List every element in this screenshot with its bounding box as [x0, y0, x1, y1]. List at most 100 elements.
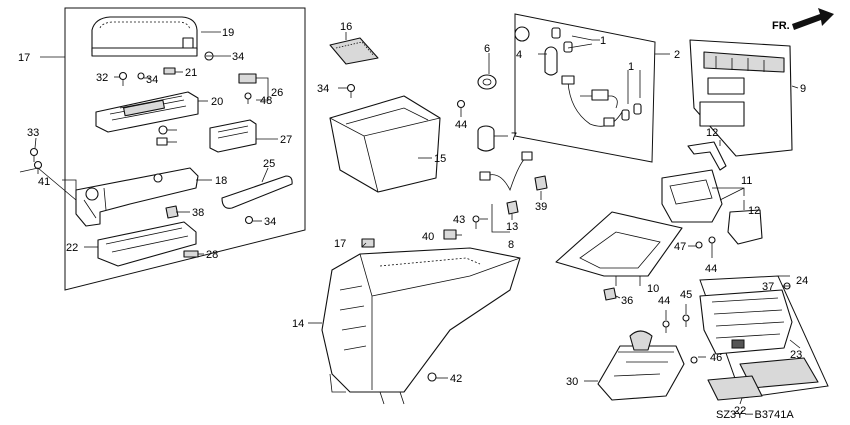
part-screw-34b: [137, 72, 145, 80]
group-frame-17: [64, 7, 306, 291]
part-clip-22: [163, 67, 176, 75]
callout-3: 4: [516, 49, 522, 61]
part-clip-27: [238, 73, 257, 84]
part-screw-33: [29, 147, 39, 162]
part-clip-35a: [603, 287, 617, 301]
callout-14: 15: [434, 153, 446, 165]
callout-44-c: 46: [710, 352, 722, 364]
part-screw-45: [695, 241, 703, 249]
callout-17: 17: [18, 52, 30, 64]
callout-42: 44: [705, 263, 717, 275]
part-screw-44b: [682, 314, 690, 327]
part-nut-48: [158, 125, 168, 135]
callout-8: 10: [647, 283, 659, 295]
part-latch: [209, 119, 257, 153]
callout-37: 39: [535, 201, 547, 213]
part-harness-6: [479, 151, 533, 192]
part-clip-12: [506, 200, 519, 215]
part-tray-8: [555, 211, 683, 277]
part-armrest-bracket: [75, 167, 199, 227]
diagram-code: SZ3Y－B3741A: [716, 409, 794, 421]
part-lighter-3: [514, 26, 558, 76]
callout-7: 9: [800, 83, 806, 95]
callout-31: 32: [96, 72, 108, 84]
part-socket-5: [477, 125, 495, 152]
callout-12: 13: [506, 221, 518, 233]
callout-25: 24: [796, 275, 808, 287]
part-hinge-plate: [95, 91, 199, 133]
callout-4: 6: [484, 43, 490, 55]
part-cup-10: [727, 209, 763, 245]
callout-13: 14: [292, 318, 304, 330]
callout-44-a: 44: [658, 295, 670, 307]
callout-32: 34: [317, 83, 329, 95]
part-screw-34c: [244, 215, 254, 225]
callout-16: 17: [334, 238, 346, 250]
part-cap-4: [477, 74, 497, 90]
part-wire-harness: [561, 75, 623, 127]
part-console-body: [321, 247, 521, 405]
part-tray: [97, 221, 197, 267]
callout-1-b: 1: [628, 61, 634, 73]
callout-30: 30: [566, 376, 578, 388]
part-screw-46: [244, 92, 252, 104]
callout-24: 23: [790, 349, 802, 361]
callout-1-a: 1: [600, 35, 606, 47]
callout-19: 19: [222, 27, 234, 39]
callout-23: 22: [734, 405, 746, 417]
part-armrest-lid: [91, 16, 198, 57]
part-clip-37: [534, 175, 548, 191]
part-switch-panel-9: [661, 169, 723, 223]
part-center-panel: [689, 39, 793, 157]
callout-38: 40: [422, 231, 434, 243]
group-frame-25: [699, 275, 829, 399]
part-bulbs-1: [551, 27, 642, 121]
part-screw-40: [427, 372, 437, 382]
callout-44-b: 45: [680, 289, 692, 301]
callout-29: 28: [206, 249, 218, 261]
fr-arrow-icon: [792, 8, 834, 30]
part-nut-47: [156, 137, 168, 146]
part-screw-39: [33, 160, 43, 174]
part-pad-23: [707, 375, 763, 401]
part-pad-29: [183, 250, 199, 258]
callout-41: 43: [453, 214, 465, 226]
leader-lines: [19, 31, 801, 405]
callout-39: 41: [38, 176, 50, 188]
part-screw-44c: [690, 356, 698, 364]
callout-26: 25: [263, 158, 275, 170]
callout-9: 11: [741, 175, 752, 187]
part-trim-strip: [221, 175, 293, 209]
part-screw-34a: [204, 51, 214, 61]
callout-40: 42: [450, 373, 462, 385]
callout-20: 20: [211, 96, 223, 108]
callout-15: 16: [340, 21, 352, 33]
part-screw-31: [118, 71, 128, 86]
part-screw-43: [456, 99, 466, 109]
callout-34-c: 34: [264, 216, 276, 228]
callout-34-b: 34: [146, 74, 158, 86]
callout-35-b: 37: [762, 281, 774, 293]
callout-21: 22: [66, 242, 78, 254]
part-screw-44a: [662, 320, 670, 333]
callout-18: 18: [215, 175, 227, 187]
part-screw-32: [346, 83, 356, 98]
part-clip-38: [443, 229, 457, 240]
part-storage-box: [329, 95, 441, 193]
callout-34-a: 34: [232, 51, 244, 63]
callout-22: 21: [185, 67, 197, 79]
callout-10: 12: [748, 205, 760, 217]
part-clip-36: [165, 205, 179, 219]
part-screw-42: [708, 236, 716, 250]
callout-43: 44: [455, 119, 467, 131]
callout-46: 48: [260, 95, 272, 107]
fr-label: FR.: [772, 20, 790, 32]
callout-35-a: 36: [621, 295, 633, 307]
part-bezel-11: [687, 141, 727, 171]
callout-36: 38: [192, 207, 204, 219]
callout-28: 27: [280, 134, 292, 146]
part-mat-15: [329, 37, 379, 65]
part-shift-indicator: [597, 330, 685, 401]
part-clip-16: [361, 238, 375, 248]
